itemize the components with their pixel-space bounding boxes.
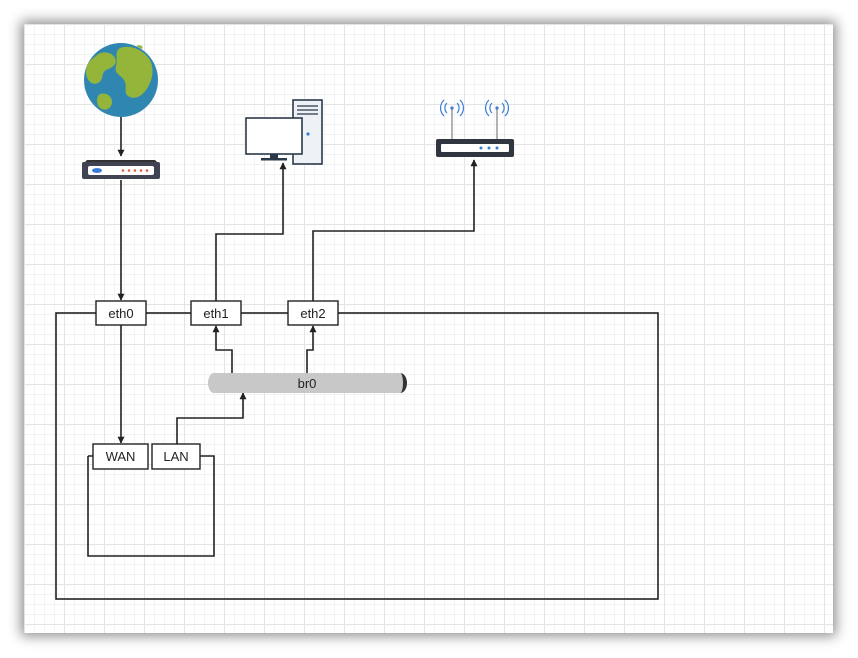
lan-to-bridge-line: [176, 392, 247, 444]
port-eth1-label: eth1: [203, 306, 228, 321]
port-wan-label: WAN: [106, 449, 136, 464]
eth1-to-computer-line: [215, 162, 287, 301]
port-lan: LAN: [151, 443, 201, 470]
bridge-to-eth2-line: [306, 325, 317, 373]
bridge-label: br0: [298, 376, 317, 391]
modem-icon: [82, 160, 160, 179]
wireless-router-icon: [436, 99, 514, 157]
port-eth0-label: eth0: [108, 306, 133, 321]
globe-icon: [84, 43, 158, 117]
bridge-to-eth1-line: [212, 325, 233, 373]
router-box: [87, 455, 215, 557]
port-eth2-label: eth2: [300, 306, 325, 321]
eth2-to-wifi-line: [312, 159, 478, 301]
port-eth2: eth2: [287, 300, 339, 326]
port-wan: WAN: [92, 443, 149, 470]
host-box: [55, 312, 659, 600]
connection-lines: [117, 116, 478, 444]
port-eth1: eth1: [190, 300, 242, 326]
port-lan-label: LAN: [163, 449, 188, 464]
bridge-br0: br0: [208, 373, 407, 393]
port-eth0: eth0: [95, 300, 147, 326]
diagram-canvas: [24, 24, 833, 633]
desktop-computer-icon: [245, 99, 323, 165]
